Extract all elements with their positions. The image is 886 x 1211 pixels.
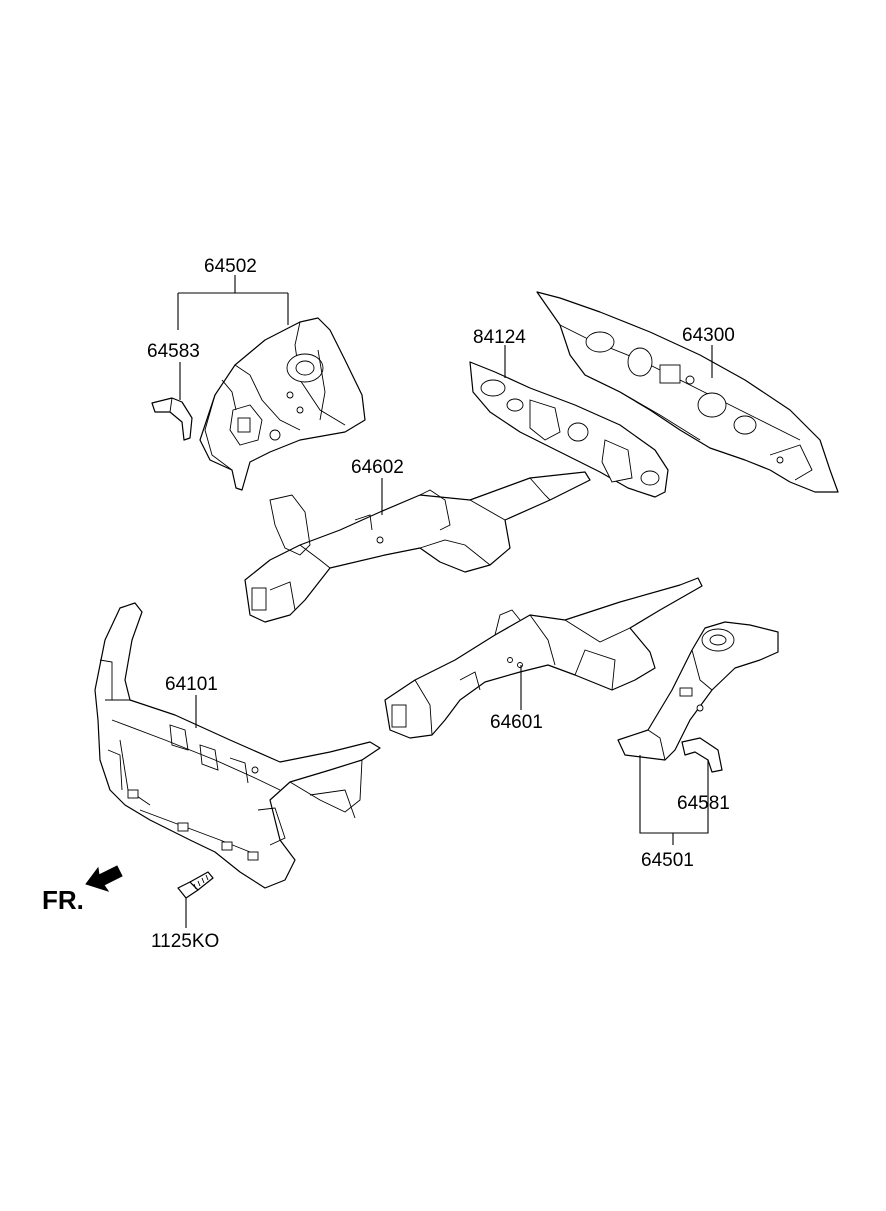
part-1125KO-bolt [177,871,214,899]
label-64581: 64581 [677,793,730,814]
label-64502: 64502 [204,256,257,277]
part-64602-side-member [244,471,591,623]
label-64602: 64602 [351,457,404,478]
label-64101: 64101 [165,674,218,695]
part-64583-bracket [151,397,193,441]
front-direction-indicator: FR. [42,865,123,915]
label-64300: 64300 [682,325,735,346]
arrow-down-left-icon [85,865,123,892]
part-64300-dash-panel [536,291,839,493]
part-64601-side-member [384,577,703,739]
part-84124-insulator [469,361,669,498]
front-direction-label: FR. [42,885,84,915]
leader-64502 [177,275,289,330]
part-64101-carrier [94,602,381,889]
part-64501-wheel-house [617,621,779,761]
leader-64501 [639,755,709,845]
label-64501: 64501 [641,850,694,871]
label-84124: 84124 [473,327,526,348]
part-64581-bracket [681,737,723,773]
part-64502-wheel-house [199,317,366,491]
label-64583: 64583 [147,341,200,362]
label-1125KO: 1125KO [151,931,219,952]
label-64601: 64601 [490,712,543,733]
